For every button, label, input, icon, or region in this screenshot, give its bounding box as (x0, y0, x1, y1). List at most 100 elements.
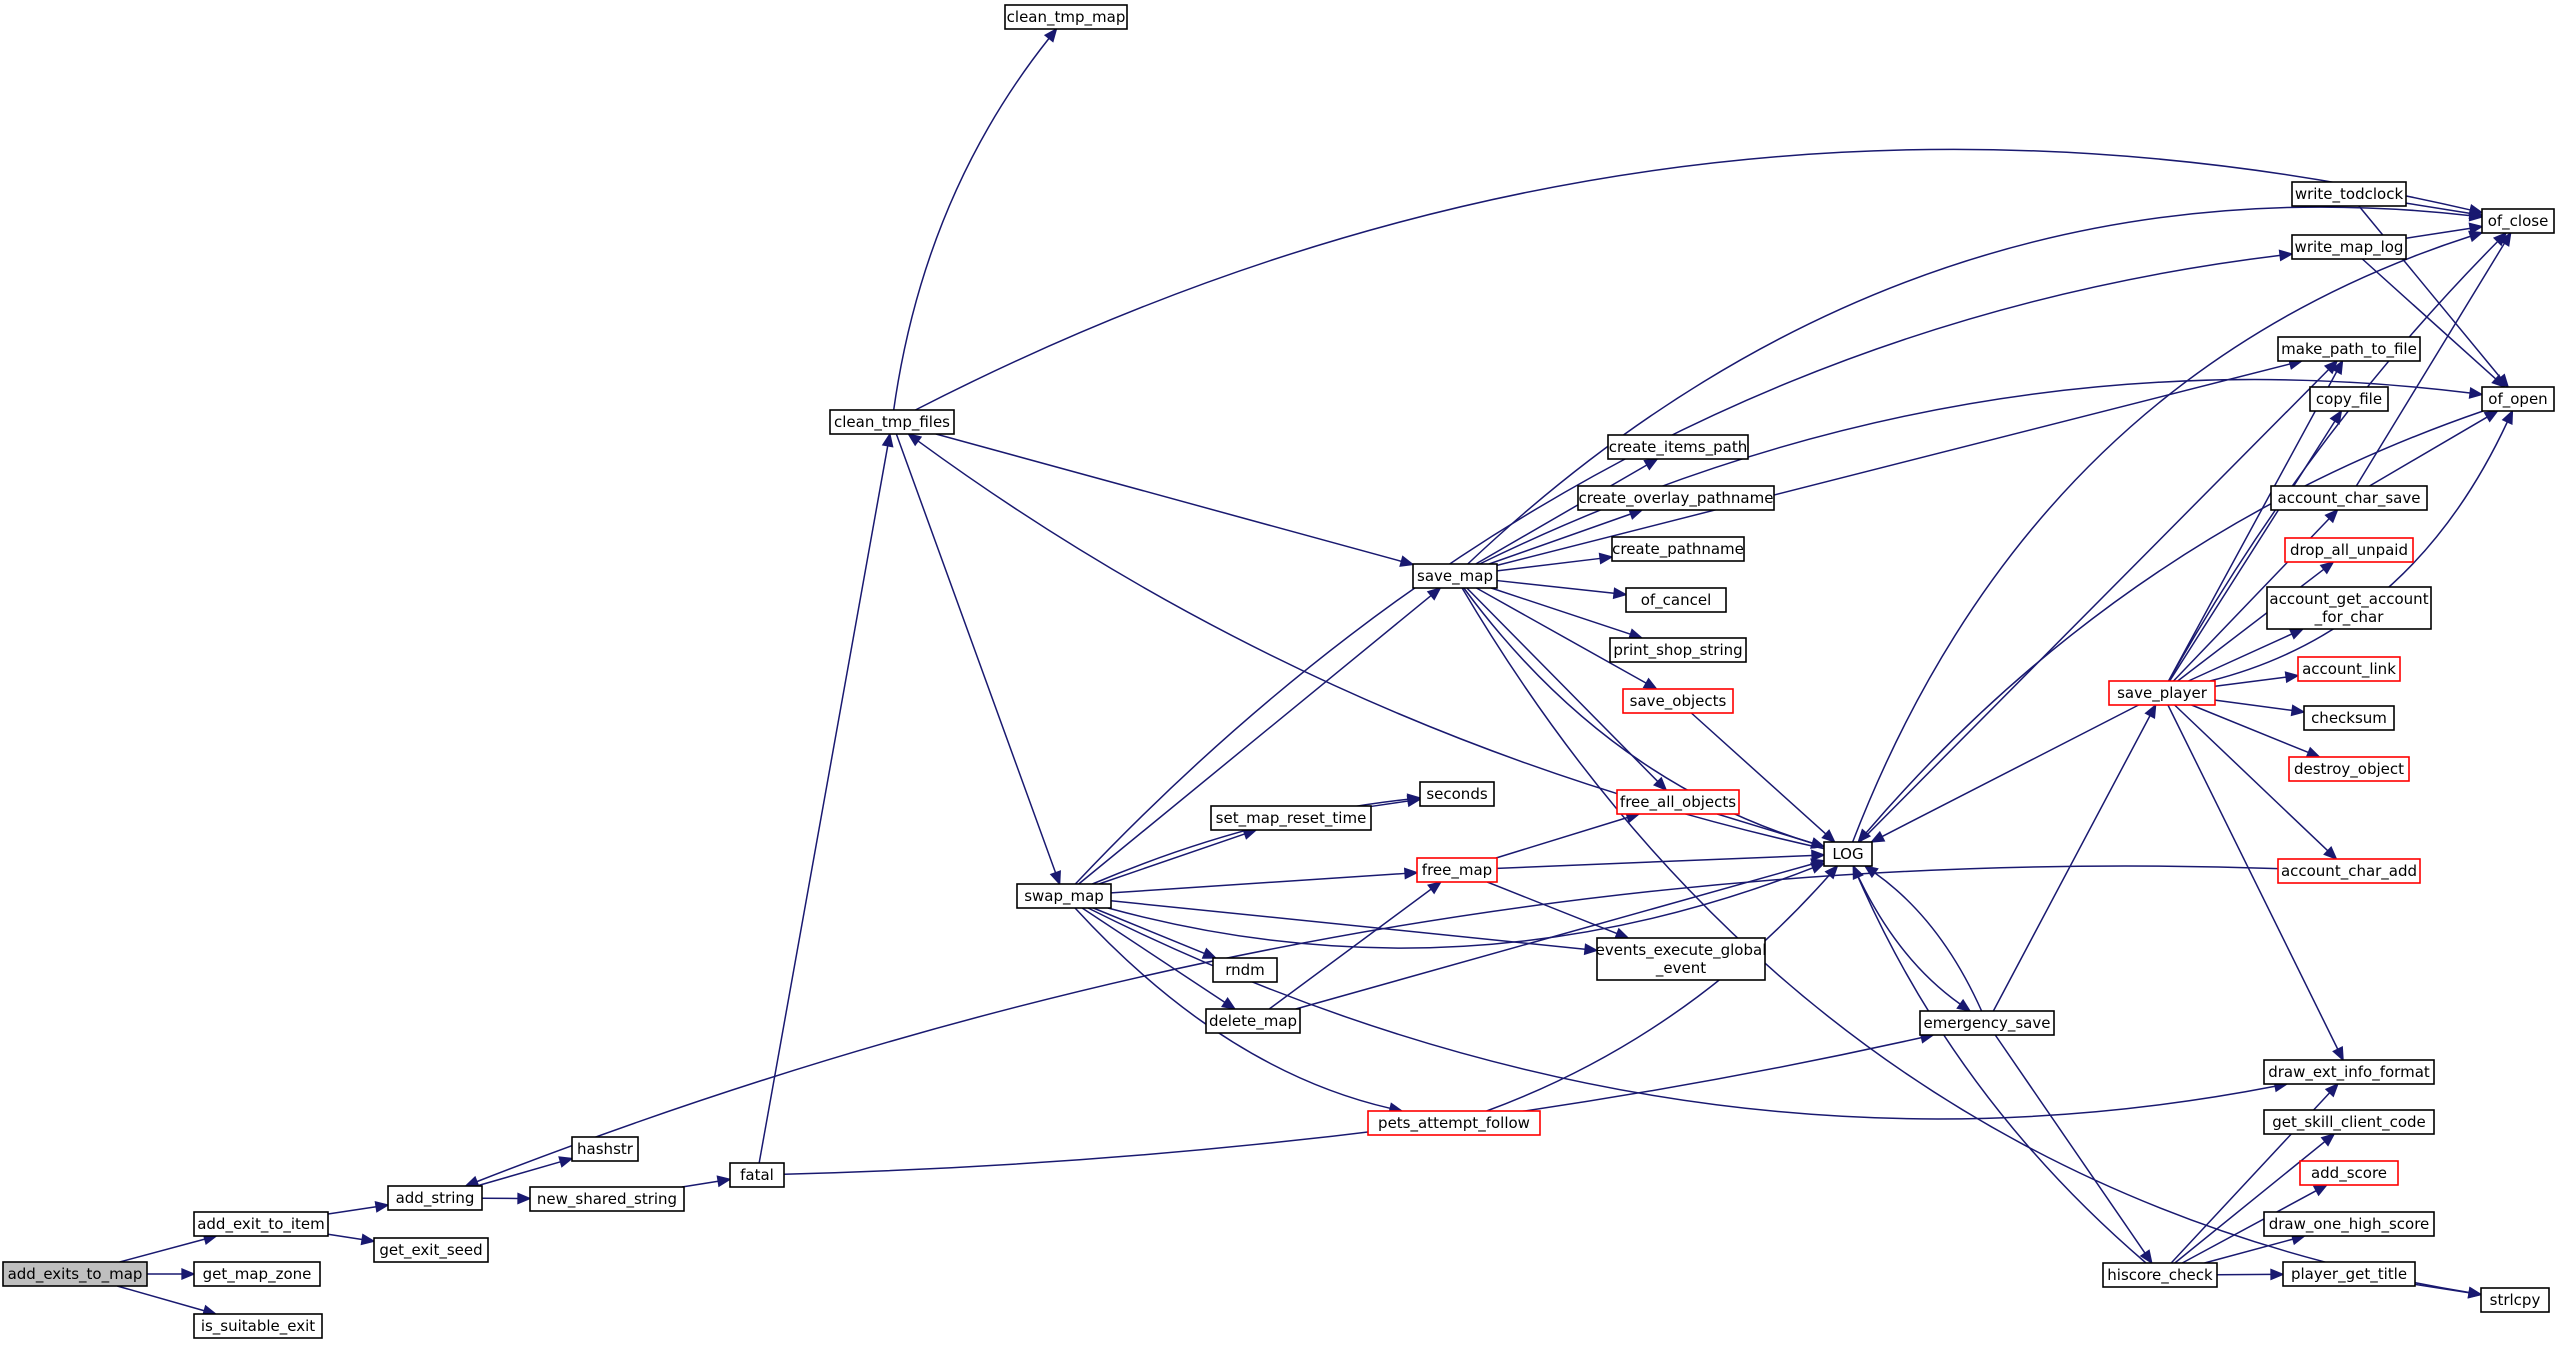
node-label: drop_all_unpaid (2290, 541, 2408, 560)
node-LOG[interactable]: LOG (1823, 841, 1873, 867)
node-label: make_path_to_file (2281, 340, 2417, 359)
node-create-items-path[interactable]: create_items_path (1607, 434, 1749, 460)
edge-arrowhead (2498, 231, 2512, 247)
edge-line (327, 1206, 377, 1215)
node-destroy-object[interactable]: destroy_object (2288, 756, 2410, 782)
edge-line (2405, 202, 2471, 215)
node-box (2102, 1262, 2218, 1288)
node-box (193, 1261, 321, 1287)
node-box (2299, 1160, 2399, 1186)
node-is-suitable-exit[interactable]: is_suitable_exit (193, 1313, 323, 1339)
node-fatal[interactable]: fatal (729, 1162, 785, 1188)
edge-line (915, 148, 2471, 411)
node-get-map-zone[interactable]: get_map_zone (193, 1261, 321, 1287)
call-edge-clean_tmp_files-to-of_close (915, 148, 2484, 411)
edge-arrowhead (517, 1192, 532, 1205)
node-clean-tmp-map[interactable]: clean_tmp_map (1004, 4, 1128, 30)
call-edge-swap_map-to-delete_map (1081, 907, 1237, 1010)
call-edge-LOG-to-emergency_save (1852, 865, 1972, 1012)
node-account-get-account-for-char[interactable]: account_get_account_for_char (2266, 586, 2432, 630)
call-edge-add_exits_to_map-to-is_suitable_exit (117, 1285, 218, 1317)
node-rndm[interactable]: rndm (1212, 957, 1278, 983)
node-create-pathname[interactable]: create_pathname (1611, 536, 1745, 562)
node-get-skill-client-code[interactable]: get_skill_client_code (2263, 1109, 2435, 1135)
node-events-execute-global-event[interactable]: events_execute_global_event (1596, 937, 1767, 981)
node-box (729, 1162, 785, 1188)
edge-line (2361, 258, 2497, 380)
node-box (1577, 485, 1775, 511)
node-box (2309, 386, 2389, 412)
node-label: save_map (1417, 567, 1493, 586)
edge-line (783, 1036, 1922, 1176)
node-box (193, 1211, 329, 1237)
node-draw-one-high-score[interactable]: draw_one_high_score (2263, 1211, 2435, 1237)
call-edge-add_exits_to_map-to-add_exit_to_item (119, 1233, 218, 1263)
node-save-player[interactable]: save_player (2108, 680, 2216, 706)
node-box (1609, 637, 1747, 663)
node-of-close[interactable]: of_close (2481, 208, 2555, 234)
edge-arrowhead (1406, 795, 1422, 808)
node-clean-tmp-files[interactable]: clean_tmp_files (829, 409, 955, 435)
edge-line (1496, 579, 1615, 595)
node-save-map[interactable]: save_map (1412, 563, 1498, 589)
node-add-score[interactable]: add_score (2299, 1160, 2399, 1186)
node-delete-map[interactable]: delete_map (1205, 1008, 1301, 1034)
node-label: clean_tmp_files (834, 413, 950, 432)
node-account-link[interactable]: account_link (2297, 656, 2401, 682)
call-edge-hiscore_check-to-player_get_title (2216, 1268, 2285, 1281)
node-label: _for_char (2314, 608, 2385, 627)
node-strlcpy[interactable]: strlcpy (2480, 1287, 2550, 1313)
node-hiscore-check[interactable]: hiscore_check (2102, 1262, 2218, 1288)
node-account-char-add[interactable]: account_char_add (2277, 858, 2421, 884)
node-free-map[interactable]: free_map (1416, 857, 1498, 883)
edge-line (758, 445, 889, 1164)
node-copy-file[interactable]: copy_file (2309, 386, 2389, 412)
node-save-objects[interactable]: save_objects (1622, 688, 1734, 714)
edge-arrowhead (1427, 880, 1443, 895)
node-make-path-to-file[interactable]: make_path_to_file (2277, 336, 2421, 362)
node-get-exit-seed[interactable]: get_exit_seed (373, 1237, 489, 1263)
node-label: add_exit_to_item (197, 1215, 325, 1234)
node-emergency-save[interactable]: emergency_save (1919, 1010, 2055, 1036)
node-add-exits-to-map[interactable]: add_exits_to_map (2, 1261, 148, 1287)
node-set-map-reset-time[interactable]: set_map_reset_time (1210, 805, 1372, 831)
node-box (1611, 536, 1745, 562)
node-swap-map[interactable]: swap_map (1016, 883, 1112, 909)
node-new-shared-string[interactable]: new_shared_string (529, 1186, 685, 1212)
node-box (2263, 1109, 2435, 1135)
node-of-cancel[interactable]: of_cancel (1625, 587, 1727, 613)
node-draw-ext-info-format[interactable]: draw_ext_info_format (2263, 1059, 2435, 1085)
node-box (2, 1261, 148, 1287)
call-edge-swap_map-to-set_map_reset_time (1098, 828, 1258, 885)
call-edge-save_map-to-of_cancel (1496, 579, 1628, 600)
node-checksum[interactable]: checksum (2303, 705, 2395, 731)
node-label: print_shop_string (1613, 641, 1742, 660)
node-box (1616, 789, 1740, 815)
node-box (2108, 680, 2216, 706)
node-drop-all-unpaid[interactable]: drop_all_unpaid (2284, 537, 2414, 563)
call-edge-save_player-to-LOG (1869, 704, 2139, 843)
node-create-overlay-pathname[interactable]: create_overlay_pathname (1577, 485, 1775, 511)
node-box (2481, 208, 2555, 234)
node-label: events_execute_global (1596, 941, 1767, 960)
edge-arrowhead (2468, 387, 2484, 399)
node-free-all-objects[interactable]: free_all_objects (1616, 789, 1740, 815)
node-label: create_overlay_pathname (1579, 489, 1774, 508)
node-print-shop-string[interactable]: print_shop_string (1609, 637, 1747, 663)
node-write-todclock[interactable]: write_todclock (2291, 181, 2407, 207)
node-hashstr[interactable]: hashstr (571, 1136, 639, 1162)
edge-line (1496, 363, 2291, 567)
node-player-get-title[interactable]: player_get_title (2282, 1261, 2416, 1287)
call-edge-account_char_save-to-of_open (2369, 410, 2499, 487)
node-label: player_get_title (2291, 1265, 2407, 1284)
node-account-char-save[interactable]: account_char_save (2270, 485, 2428, 511)
node-box (529, 1186, 685, 1212)
node-pets-attempt-follow[interactable]: pets_attempt_follow (1367, 1110, 1541, 1136)
node-of-open[interactable]: of_open (2481, 386, 2555, 412)
call-edge-swap_map-to-rndm (1093, 907, 1218, 959)
node-box (1210, 805, 1372, 831)
node-write-map-log[interactable]: write_map_log (2291, 234, 2407, 260)
node-add-exit-to-item[interactable]: add_exit_to_item (193, 1211, 329, 1237)
node-seconds[interactable]: seconds (1419, 781, 1495, 807)
node-add-string[interactable]: add_string (387, 1185, 483, 1211)
